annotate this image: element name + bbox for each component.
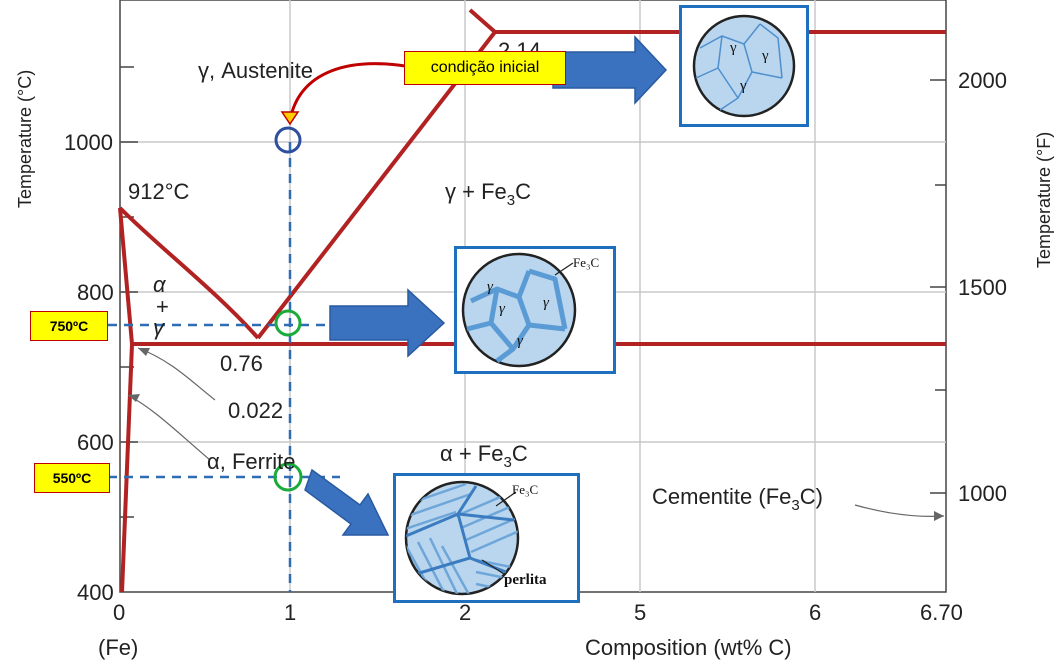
austenite-micro-svg: γ γ γ <box>692 14 796 118</box>
eutectoid-comp-label: 0.76 <box>220 351 263 376</box>
arrow-to-pearlite-micro <box>304 468 390 536</box>
gamma-fe3c-sub: 3 <box>507 192 515 209</box>
left-tick-800: 800 <box>77 280 114 305</box>
pearlite-fe3c-label: Fe₃C <box>512 482 538 497</box>
perlita-label: perlita <box>504 572 547 588</box>
liquidus-stub <box>468 8 497 34</box>
austenite-grain-1: γ <box>729 40 737 56</box>
two-phase-grain-3: γ <box>517 333 524 349</box>
ferrite-label: α, Ferrite <box>207 449 296 474</box>
bottom-tick-0: 0 <box>113 600 125 625</box>
a3-line <box>118 206 260 340</box>
arrow-cementite-head <box>934 511 944 521</box>
ferrite-solvus <box>120 343 134 593</box>
alpha-label: α <box>153 272 167 297</box>
austenite-grain-2: γ <box>761 48 769 64</box>
right-tick-1500: 1500 <box>958 275 1007 300</box>
bottom-tick-1: 1 <box>284 600 296 625</box>
two-phase-grain-1: γ <box>499 301 506 317</box>
temp-750-callout: 750ºC <box>30 311 108 341</box>
perlita-pointer <box>481 559 505 575</box>
alpha-fe3c-sub: 3 <box>503 454 511 471</box>
left-tick-1000: 1000 <box>64 130 113 155</box>
austenite-disc <box>692 14 796 118</box>
alpha-fe3c-prefix: α + Fe <box>440 441 503 466</box>
x-axis-title: Composition (wt% C) <box>585 635 792 660</box>
two-phase-grain-4: γ <box>487 279 494 295</box>
right-ticks <box>930 79 946 494</box>
plus-label: + <box>156 294 169 319</box>
fe3c-pointer <box>554 262 574 276</box>
austenite-grain-3: γ <box>739 78 747 94</box>
alpha-fe3c-label: α + Fe3C <box>440 441 528 471</box>
max-solubility-label: 0.022 <box>228 398 283 423</box>
y-axis-right-title: Temperature (°F) <box>1034 132 1054 268</box>
two-phase-disc <box>461 252 577 368</box>
austenite-label: γ, Austenite <box>198 58 313 83</box>
two-phase-ferrite-boundaries <box>466 268 568 363</box>
cementite-label: Cementite (Fe3C) <box>652 484 823 514</box>
right-tick-2000: 2000 <box>958 68 1007 93</box>
cementite-prefix: Cementite (Fe <box>652 484 791 509</box>
austenite-micrograph: γ γ γ <box>679 5 809 127</box>
left-tick-400: 400 <box>77 580 114 605</box>
two-phase-fe3c-label: Fe₃C <box>573 255 599 270</box>
arrow-cementite <box>854 504 945 517</box>
pearlite-fe3c-pointer <box>495 491 517 507</box>
arrow-ferrite-head <box>128 394 140 402</box>
gamma-fe3c-prefix: γ + Fe <box>445 179 507 204</box>
initial-condition-callout: condição inicial <box>404 51 566 85</box>
cementite-sub: 3 <box>791 497 799 514</box>
point-550-circle <box>273 462 303 492</box>
arrow-to-two-phase-micro <box>329 288 446 358</box>
ferrite-upper <box>118 207 134 345</box>
two-phase-micrograph: Fe₃C γ γ γ γ <box>454 246 616 374</box>
arrow-0022-head <box>138 348 150 356</box>
two-phase-grain-2: γ <box>543 295 550 311</box>
y-axis-left-title: Temperature (°C) <box>15 70 35 208</box>
curved-arrow <box>288 62 406 121</box>
gamma-label: γ <box>153 315 166 340</box>
temp-912-label: 912°C <box>128 179 190 204</box>
fe-label: (Fe) <box>98 635 138 660</box>
temp-550-callout: 550ºC <box>34 463 110 493</box>
two-phase-micro-svg: Fe₃C γ γ γ γ <box>461 252 599 368</box>
right-tick-1000: 1000 <box>958 481 1007 506</box>
bottom-tick-5: 5 <box>634 600 646 625</box>
gamma-fe3c-suffix: C <box>515 179 531 204</box>
initial-point-circle <box>274 126 302 154</box>
point-750-circle <box>274 309 302 337</box>
bottom-tick-670: 6.70 <box>920 600 963 625</box>
left-tick-600: 600 <box>77 430 114 455</box>
pearlite-boundaries <box>406 485 515 576</box>
bottom-tick-6: 6 <box>809 600 821 625</box>
arrow-to-austenite-micro <box>552 35 668 105</box>
curved-arrow-head <box>280 111 300 126</box>
alpha-fe3c-suffix: C <box>512 441 528 466</box>
austenite-grain-boundaries <box>695 23 783 111</box>
pearlite-micrograph: Fe₃C perlita <box>393 473 580 603</box>
bottom-tick-2: 2 <box>459 600 471 625</box>
pearlite-micro-svg: Fe₃C perlita <box>404 480 547 596</box>
cementite-suffix: C) <box>800 484 823 509</box>
gamma-fe3c-label: γ + Fe3C <box>445 179 531 209</box>
